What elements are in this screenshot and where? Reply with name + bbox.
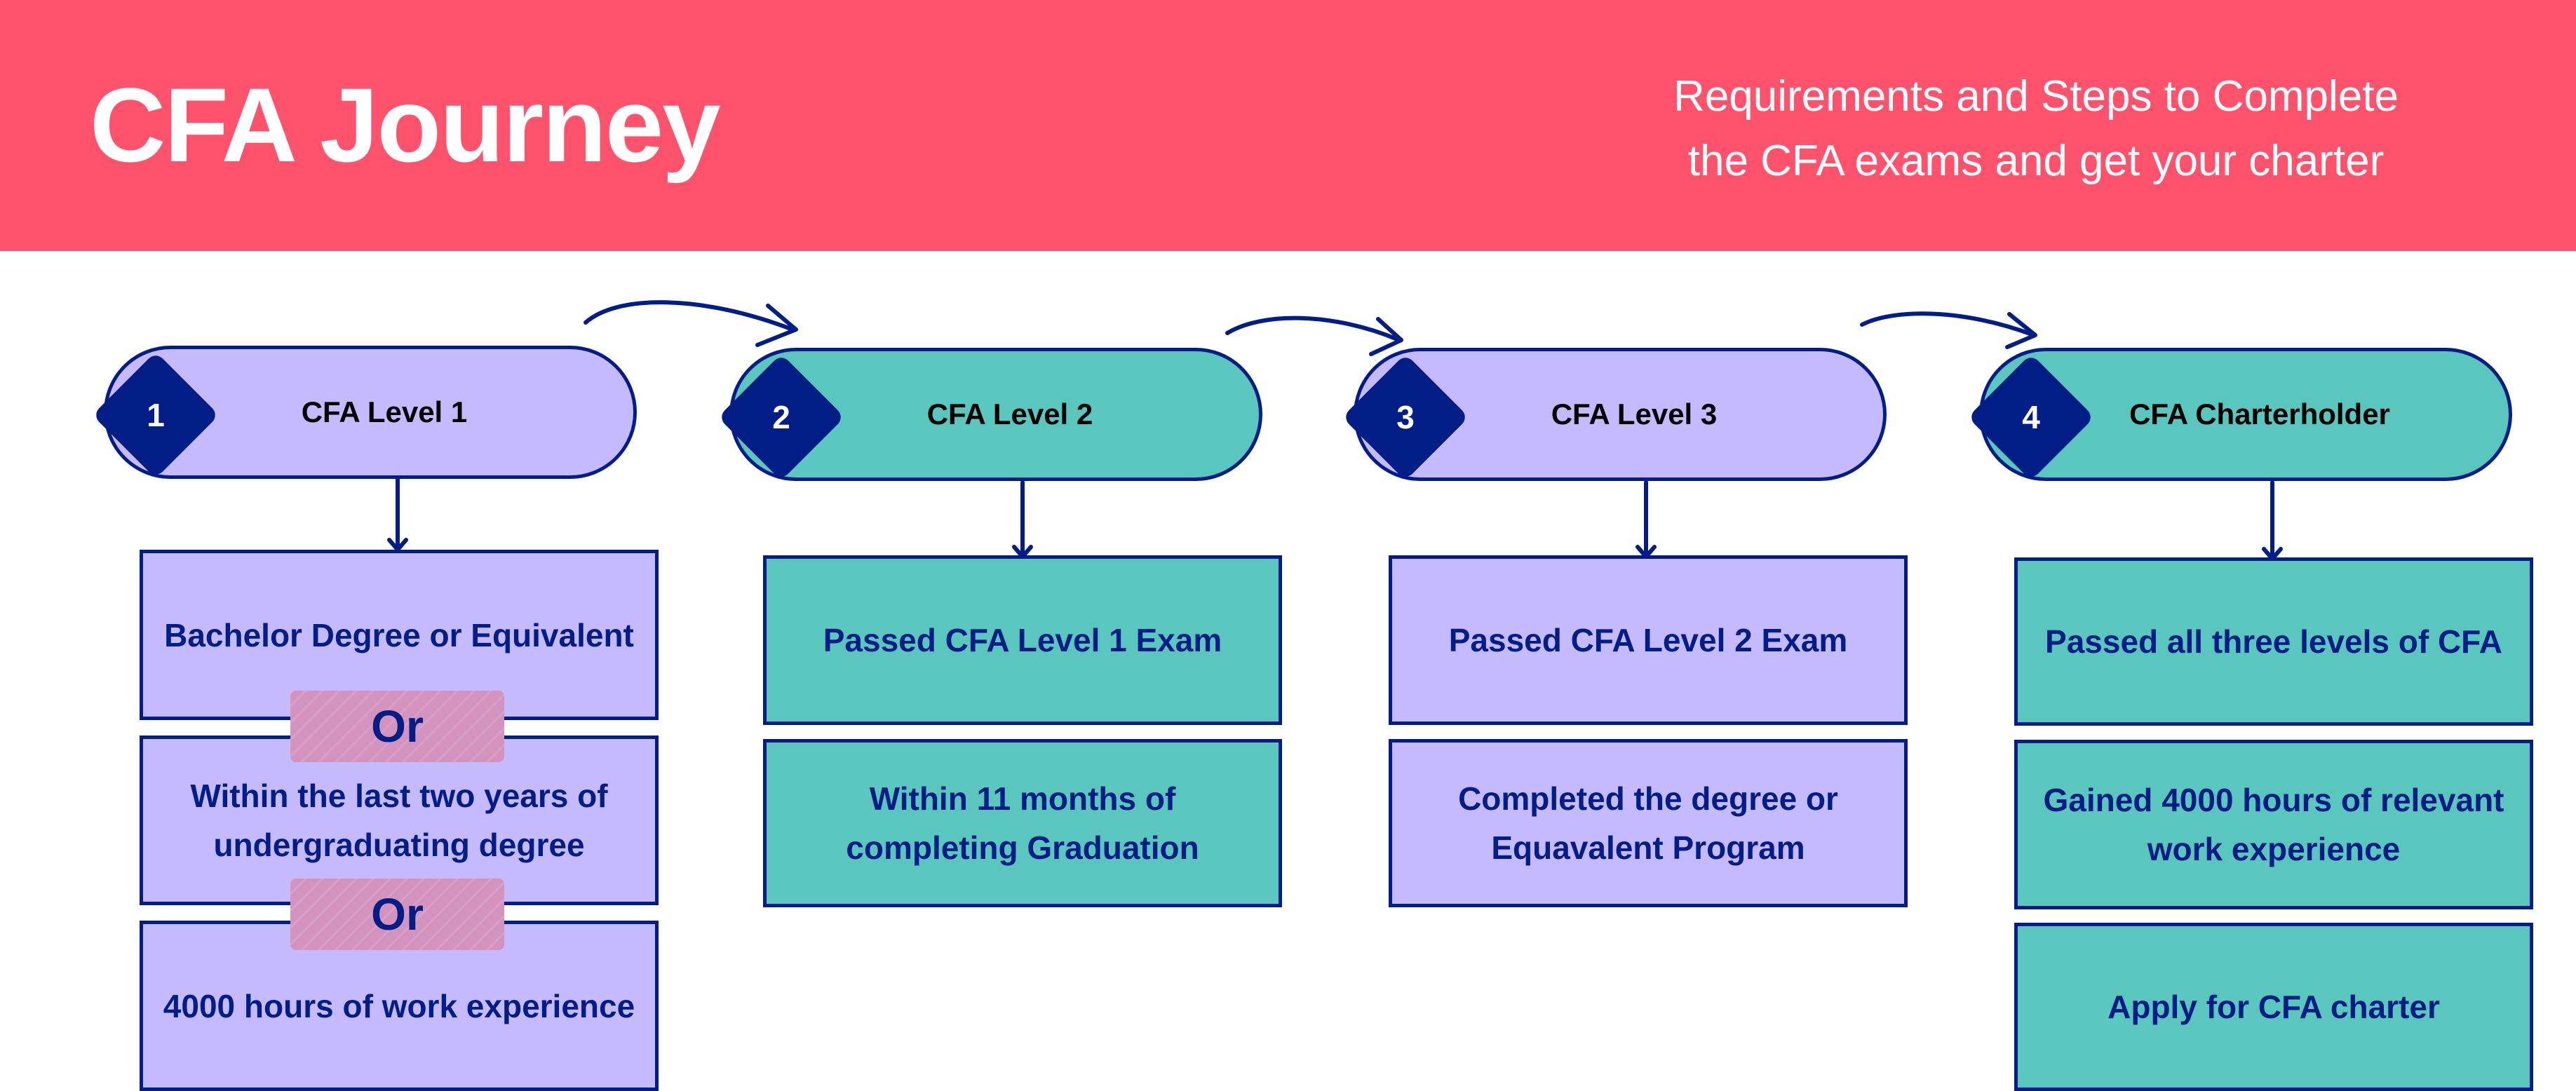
drop-arrow-1	[387, 477, 408, 552]
or-separator-2: Or	[290, 879, 504, 950]
step-4-requirement-1: Passed all three levels of CFA	[2014, 557, 2533, 726]
step-4-requirement-2: Gained 4000 hours of relevant work exper…	[2014, 740, 2533, 909]
step-2-pill: CFA Level 2	[729, 348, 1262, 481]
step-2-label: CFA Level 2	[926, 398, 1093, 431]
drop-arrow-4	[2262, 480, 2283, 561]
step-4-number: 4	[2022, 399, 2040, 435]
step-arrow-3-4	[1860, 311, 2037, 349]
drop-arrow-2	[1012, 480, 1033, 559]
step-2-number: 2	[772, 399, 790, 435]
step-4-requirement-3: Apply for CFA charter	[2014, 923, 2533, 1091]
step-4-label: CFA Charterholder	[2129, 398, 2390, 431]
step-3-label: CFA Level 3	[1551, 398, 1718, 431]
header-banner: CFA Journey Requirements and Steps to Co…	[0, 0, 2576, 251]
subtitle-line-2: the CFA exams and get your charter	[1687, 137, 2385, 185]
step-arrow-1-2	[584, 300, 798, 347]
step-3-requirement-2: Completed the degree or Equavalent Progr…	[1389, 739, 1908, 907]
step-3-requirement-1: Passed CFA Level 2 Exam	[1389, 555, 1908, 725]
step-2-requirement-2: Within 11 months of completing Graduatio…	[763, 739, 1282, 907]
drop-arrow-3	[1636, 480, 1657, 559]
step-1-label: CFA Level 1	[301, 395, 468, 428]
step-2-requirement-1: Passed CFA Level 1 Exam	[763, 555, 1282, 725]
step-1-number: 1	[147, 397, 165, 433]
step-arrow-2-3	[1225, 316, 1403, 356]
page-subtitle: Requirements and Steps to Complete the C…	[1580, 65, 2492, 194]
step-1-requirement-2: Within the last two years of undergradua…	[140, 736, 659, 905]
step-3-number: 3	[1396, 399, 1415, 435]
page-title: CFA Journey	[90, 66, 721, 184]
subtitle-line-1: Requirements and Steps to Complete	[1673, 72, 2399, 121]
or-separator-1: Or	[290, 691, 504, 762]
